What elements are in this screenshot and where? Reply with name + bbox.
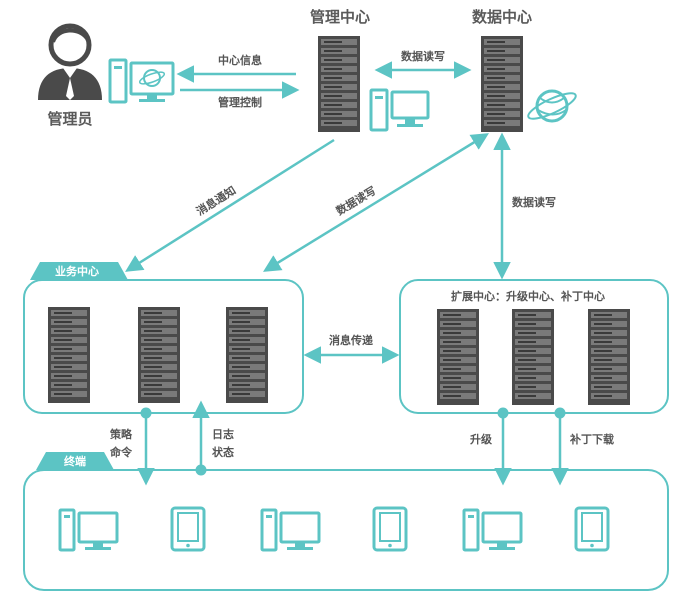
policy-cmd-label-1: 策略 xyxy=(109,427,133,441)
ext-server-1-icon xyxy=(437,309,479,405)
terminal-desktop-1-icon xyxy=(58,508,119,552)
terminal-tab xyxy=(36,452,114,470)
ext-center-box xyxy=(399,279,669,414)
terminal-box xyxy=(23,469,669,591)
ext-server-3-icon xyxy=(588,309,630,405)
terminal-desktop-3-icon xyxy=(462,508,523,552)
data-center-title: 数据中心 xyxy=(472,8,532,26)
center-info-label: 中心信息 xyxy=(218,53,262,67)
mgmt-server-icon xyxy=(318,36,360,132)
policy-cmd-label-2: 命令 xyxy=(109,445,133,459)
mgmt-monitor-icon xyxy=(369,88,430,132)
biz-server-2-icon xyxy=(138,307,180,403)
ext-center-label: 扩展中心：升级中心、补丁中心 xyxy=(451,289,605,303)
admin-desktop-icon xyxy=(108,58,175,104)
data-rw-diag-label: 数据读写 xyxy=(333,183,378,218)
data-server-icon xyxy=(481,36,523,132)
admin-icon xyxy=(38,23,102,100)
log-status-label-1: 日志 xyxy=(212,427,234,441)
patch-download-label: 补丁下载 xyxy=(569,432,614,446)
biz-center-box xyxy=(23,279,304,414)
msg-transfer-label: 消息传递 xyxy=(329,333,373,347)
biz-center-tab xyxy=(30,262,128,280)
upgrade-label: 升级 xyxy=(470,432,493,446)
ext-server-2-icon xyxy=(512,309,554,405)
mgmt-control-label: 管理控制 xyxy=(218,95,262,109)
terminal-label: 终端 xyxy=(64,454,86,468)
data-rw-diag-arrow xyxy=(263,133,489,272)
mgmt-center-title: 管理中心 xyxy=(310,8,370,26)
terminal-tablet-2-icon xyxy=(372,506,408,552)
log-status-label-2: 状态 xyxy=(212,445,234,459)
data-rw-top-label: 数据读写 xyxy=(401,49,445,63)
data-rw-vert-label: 数据读写 xyxy=(512,195,556,209)
terminal-tablet-3-icon xyxy=(574,506,610,552)
biz-center-label: 业务中心 xyxy=(55,264,99,278)
terminal-tablet-1-icon xyxy=(170,506,206,552)
msg-notify-label: 消息通知 xyxy=(194,183,239,218)
biz-server-1-icon xyxy=(48,307,90,403)
biz-server-3-icon xyxy=(226,307,268,403)
globe-icon xyxy=(527,89,577,123)
msg-notify-arrow xyxy=(125,138,335,272)
terminal-desktop-2-icon xyxy=(260,508,321,552)
admin-label: 管理员 xyxy=(47,110,92,128)
